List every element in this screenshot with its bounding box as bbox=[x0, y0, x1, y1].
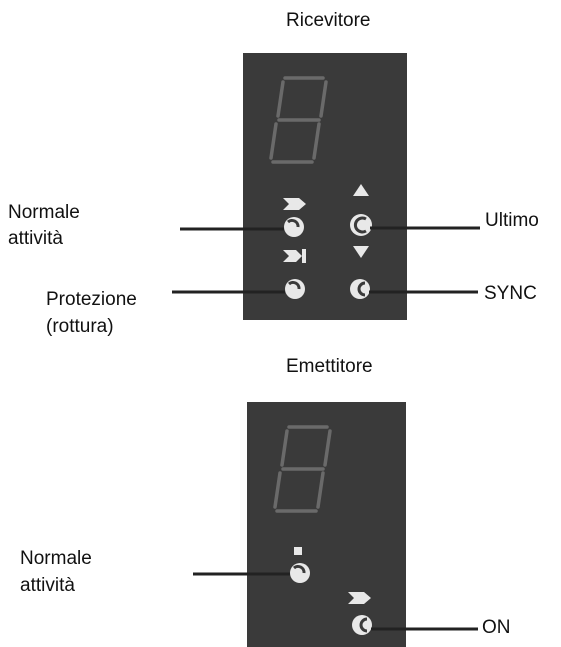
emitter-normal-activity-label-line1: Normale bbox=[20, 548, 92, 569]
emitter-seven-segment-digit bbox=[273, 425, 332, 513]
emitter-on-label: ON bbox=[482, 617, 511, 638]
emitter-on-led bbox=[352, 615, 372, 635]
emitter-title: Emettitore bbox=[286, 356, 373, 377]
receiver-title: Ricevitore bbox=[286, 10, 371, 31]
receiver-protection-label-line1: Protezione bbox=[46, 289, 137, 310]
receiver-arrow-block-icon bbox=[283, 249, 306, 263]
receiver-protection-led bbox=[285, 279, 305, 299]
emitter-arrow-right-icon bbox=[348, 592, 371, 604]
receiver-sync-label: SYNC bbox=[484, 283, 537, 304]
receiver-protection-label-line2: (rottura) bbox=[46, 316, 114, 337]
emitter-panel bbox=[247, 402, 406, 647]
receiver-normal-activity-label-line1: Normale bbox=[8, 202, 80, 223]
receiver-normal-led bbox=[284, 217, 304, 237]
emitter-normal-activity-label-line2: attività bbox=[20, 575, 75, 596]
receiver-normal-activity-label-line2: attività bbox=[8, 228, 63, 249]
receiver-down-arrow-icon bbox=[353, 246, 369, 258]
receiver-sync-led bbox=[350, 279, 370, 299]
emitter-normal-led bbox=[290, 563, 310, 583]
receiver-last-label: Ultimo bbox=[485, 210, 539, 231]
receiver-up-arrow-icon bbox=[353, 184, 369, 196]
receiver-arrow-right-icon bbox=[283, 198, 306, 210]
receiver-last-led bbox=[350, 214, 372, 236]
receiver-seven-segment-digit bbox=[269, 76, 328, 164]
emitter-square-icon bbox=[294, 547, 302, 555]
